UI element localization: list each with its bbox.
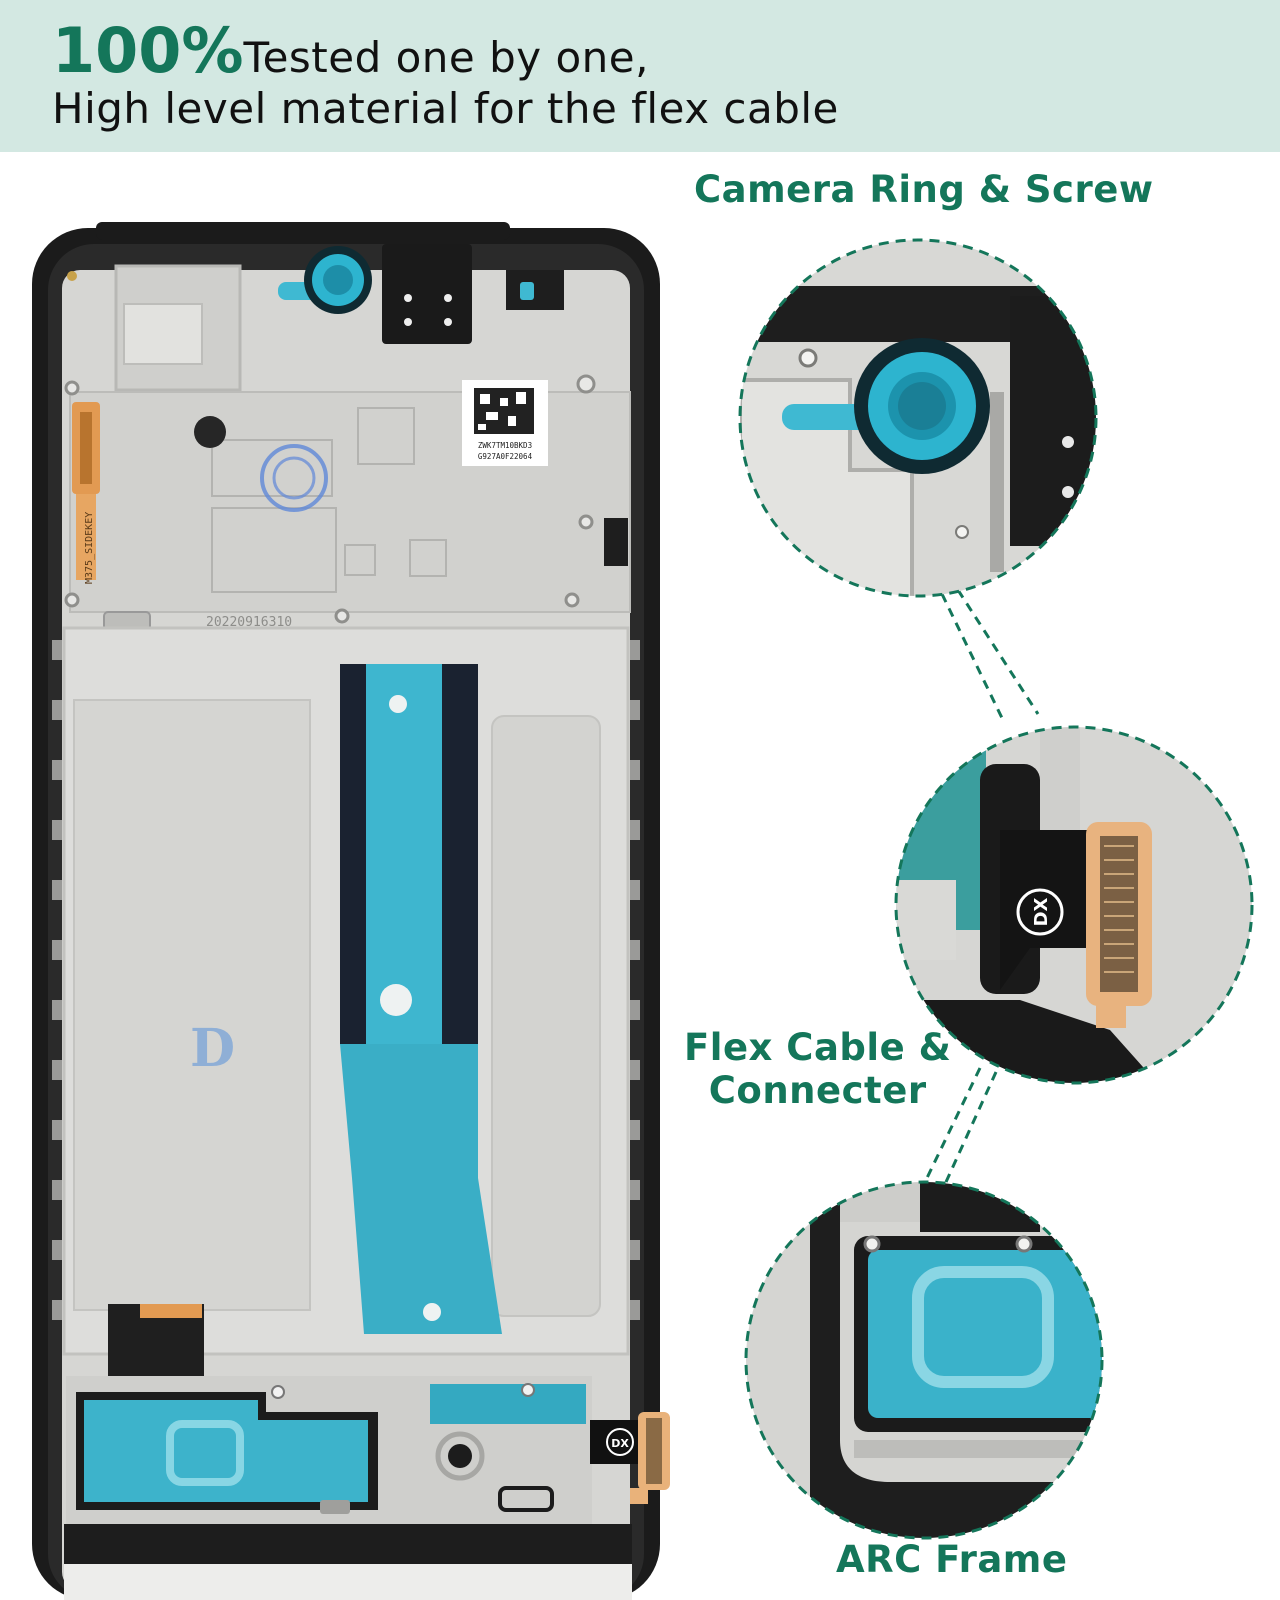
qr-label-line-1: ZWK7TM10BKD3 xyxy=(478,441,532,450)
header-banner xyxy=(0,0,1280,152)
callout-connectors xyxy=(924,589,1040,1183)
callout-flex-line-1: Flex Cable & xyxy=(684,1026,952,1069)
sidekey-flex-text: M375_SIDEKEY xyxy=(84,512,95,584)
headline-line-2: High level material for the flex cable xyxy=(52,84,839,133)
callout-arc-frame: ARC Frame xyxy=(836,1538,1068,1581)
callout-flex-cable: Flex Cable & Connecter xyxy=(684,1026,951,1112)
callout-flex-line-2: Connecter xyxy=(708,1069,927,1112)
zoom-arc-frame xyxy=(744,1180,1104,1540)
callout-camera-ring: Camera Ring & Screw xyxy=(694,168,1154,211)
zoom-camera-ring xyxy=(738,238,1098,598)
headline-line-1: 100%Tested one by one, xyxy=(52,14,649,87)
svg-text:D: D xyxy=(190,1018,235,1079)
qr-label-line-2: G927A0F22064 xyxy=(478,452,533,461)
phone-frame: 20220916310 ZWK7TM10BKD3 G927A0F22064 xyxy=(32,222,670,1600)
flex-zoom-logo: DX xyxy=(1031,897,1052,926)
bottom-flex-logo: DX xyxy=(611,1437,629,1450)
headline-line-1-text: Tested one by one, xyxy=(243,33,649,82)
date-code-text: 20220916310 xyxy=(206,615,292,630)
headline-percent: 100% xyxy=(52,14,244,87)
